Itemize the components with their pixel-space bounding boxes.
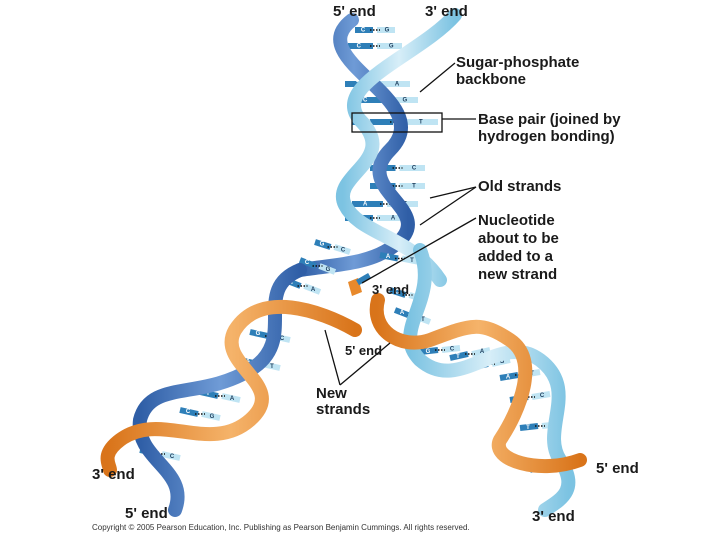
new-strand-left — [100, 300, 362, 477]
right-base-letter: C — [395, 290, 400, 296]
top-base-letter: A — [391, 216, 396, 222]
right-base-letter: T — [526, 425, 530, 431]
right-base-letter: T — [456, 354, 460, 360]
left-base-letter: C — [170, 454, 175, 460]
left-base-letter: C — [186, 409, 191, 415]
left-base-letter: G — [210, 414, 215, 420]
old-strand-dark-top — [293, 13, 415, 277]
top-base-letter: T — [419, 120, 423, 126]
top-base-letter: T — [412, 184, 416, 190]
leader-old-strand-1 — [429, 186, 477, 199]
right-base-letter: C — [540, 393, 545, 399]
label-new-strands-2: strands — [316, 401, 371, 418]
right-base-letter: A — [386, 254, 391, 260]
label-top-3-end: 3' end — [425, 3, 468, 20]
right-base-pair: TA — [449, 347, 491, 361]
left-base-pair: GC — [314, 239, 351, 255]
left-base-letter: A — [230, 396, 235, 402]
top-base-letter: C — [357, 44, 362, 50]
left-base-letter: G — [256, 331, 261, 337]
top-base-letter: A — [363, 202, 368, 208]
right-base-letter: T — [410, 258, 414, 264]
label-old-strands: Old strands — [478, 178, 562, 195]
label-fork-3-end: 3' end — [372, 282, 410, 297]
leader-lines — [324, 62, 477, 386]
left-base-letter: C — [341, 248, 346, 254]
right-base-letter: A — [400, 310, 405, 316]
base-pair-highlight-box — [351, 112, 443, 133]
label-right-5-end: 5' end — [596, 460, 639, 477]
label-nucleotide-3: added to a — [478, 248, 554, 265]
leader-new-strand-2 — [339, 342, 391, 386]
label-new-strands-1: New — [316, 385, 347, 402]
new-strand-right — [369, 293, 587, 474]
top-base-letter: C — [412, 166, 417, 172]
free-nucleotide — [348, 273, 372, 296]
label-nucleotide-2: about to be — [478, 230, 559, 247]
right-base-letter: A — [506, 374, 511, 380]
left-base-letter: T — [290, 280, 294, 286]
top-base-letter: G — [402, 98, 407, 104]
label-fork-5-end: 5' end — [345, 343, 383, 358]
top-base-letter: C — [361, 28, 366, 34]
label-sugar-phosphate-2: backbone — [456, 71, 527, 88]
left-base-letter: T — [270, 364, 274, 370]
top-base-letter: A — [395, 82, 400, 88]
right-base-letter: C — [450, 346, 455, 352]
label-left-5-end: 5' end — [125, 505, 168, 522]
left-base-pair: CG — [179, 407, 221, 421]
left-base-letter: G — [326, 267, 331, 273]
label-nucleotide-4: new strand — [478, 266, 558, 283]
label-sugar-phosphate-1: Sugar-phosphate — [456, 54, 580, 71]
top-base-letter: G — [389, 44, 394, 50]
top-base-letter: G — [385, 28, 390, 34]
label-base-pair-2: hydrogen bonding) — [478, 128, 615, 145]
label-nucleotide-1: Nucleotide — [478, 212, 555, 229]
left-base-letter: C — [280, 336, 285, 342]
left-base-letter: A — [311, 287, 316, 293]
label-top-5-end: 5' end — [333, 3, 376, 20]
left-base-pair: CG — [298, 257, 337, 275]
copyright-notice: Copyright © 2005 Pearson Education, Inc.… — [92, 523, 470, 532]
label-base-pair-1: Base pair (joined by — [478, 111, 621, 128]
left-base-letter: C — [305, 260, 310, 266]
leader-new-strand-1 — [324, 329, 341, 386]
top-base-letter: C — [363, 98, 368, 104]
right-base-letter: A — [480, 349, 485, 355]
right-base-letter: G — [500, 359, 505, 365]
label-left-3-end: 3' end — [92, 466, 135, 483]
label-right-3-end: 3' end — [532, 508, 575, 525]
leader-old-strand-2 — [419, 186, 477, 226]
leader-nucleotide — [361, 217, 477, 284]
left-base-letter: G — [320, 242, 325, 248]
leader-sugar-phosphate — [419, 62, 456, 93]
right-base-letter: G — [426, 349, 431, 355]
right-base-letter: T — [421, 317, 425, 323]
old-strand-light-top — [335, 8, 462, 287]
left-base-letter: T — [206, 391, 210, 397]
